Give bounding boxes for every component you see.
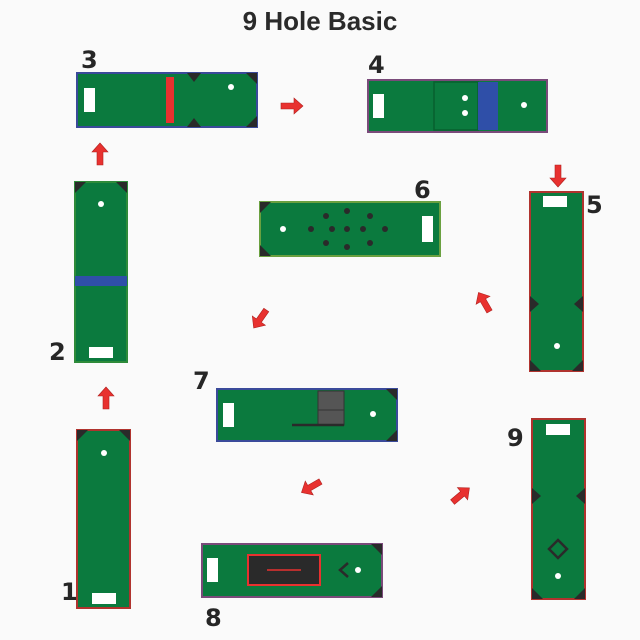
hole-6-pin-obstacles [308,208,388,250]
hole-3-side-bumper [187,73,201,82]
hole-1: 1 [61,429,131,609]
arrow-icon [450,487,470,505]
hole-3-corner-bumper [246,73,257,84]
hole-5-corner-bumper [572,360,583,371]
hole-3-cup [228,84,234,90]
hole-1-cup [101,450,107,456]
arrow-icon [97,386,115,410]
hole-3-red-bumper [166,77,174,123]
hole-8-number: 8 [205,604,222,632]
hole-2-number: 2 [49,338,66,366]
hole-1-number: 1 [61,578,78,606]
hole-5-tee [543,196,567,207]
hole-4-cup [521,102,527,108]
hole-2: 2 [49,181,128,366]
hole-3-corner-bumper [246,116,257,127]
hole-7-tee [223,403,234,427]
hole-9-tee [546,424,570,435]
arrow-icon [251,307,270,329]
hole-5: 5 [529,191,603,372]
hole-6-cup [280,226,286,232]
hole-4-number: 4 [368,51,385,79]
hole-4-water-hazard [478,82,498,130]
hole-2-corner-bumper [116,182,127,193]
hole-1-corner-bumper [119,430,130,441]
hole-6: 6 [259,176,441,257]
hole-3-side-bumper [187,118,201,127]
hole-7-number: 7 [193,367,210,395]
hole-3-number: 3 [81,46,98,74]
hole-8-corner-bumper [371,586,382,597]
hole-9-side-bumper [576,488,585,504]
flow-arrows [91,97,567,505]
hole-8: 8 [201,543,383,632]
hole-7-ramp [317,390,345,426]
hole-2-tee [89,347,113,358]
hole-8-tee [207,558,218,582]
hole-5-corner-bumper [530,360,541,371]
hole-4-raised-platform [433,81,479,131]
hole-4-obstacle-dot [462,110,468,116]
hole-2-fairway [74,181,128,363]
hole-7-fairway [216,388,398,442]
hole-5-number: 5 [586,191,603,219]
hole-9-corner-bumper [574,588,585,599]
hole-3: 3 [76,46,258,128]
arrow-icon [301,478,323,496]
hole-9: 9 [507,418,586,600]
arrow-icon [280,97,304,115]
hole-5-side-bumper [574,296,583,312]
hole-9-cup [555,573,561,579]
hole-7-corner-bumper [386,389,397,400]
hole-8-cup [355,567,361,573]
hole-2-cup [98,201,104,207]
hole-7-cup [370,411,376,417]
hole-1-tee [92,593,116,604]
hole-5-cup [554,343,560,349]
hole-8-chevron-bumper [338,562,349,578]
hole-4: 4 [367,51,548,133]
arrow-icon [549,164,567,188]
hole-9-fairway [531,418,586,600]
hole-3-tee [84,88,95,112]
hole-6-corner-bumper [260,202,271,213]
arrow-icon [91,142,109,166]
hole-2-water-hazard [75,276,127,286]
hole-6-tee [422,216,433,242]
hole-5-fairway [529,191,584,372]
hole-9-corner-bumper [532,588,543,599]
hole-5-side-bumper [530,296,539,312]
hole-7: 7 [193,367,398,442]
hole-7-corner-bumper [386,430,397,441]
hole-1-corner-bumper [77,430,88,441]
hole-4-obstacle-dot [462,95,468,101]
arrow-icon [475,292,493,314]
hole-6-corner-bumper [260,245,271,256]
hole-2-corner-bumper [75,182,86,193]
hole-4-tee [373,94,384,118]
hole-8-fairway [201,543,383,598]
hole-1-fairway [76,429,131,609]
hole-9-number: 9 [507,424,524,452]
hole-9-diamond-obstacle [547,538,569,560]
hole-8-corner-bumper [371,544,382,555]
diagram-title: 9 Hole Basic [242,6,398,36]
hole-6-number: 6 [414,176,431,204]
hole-9-side-bumper [532,488,541,504]
